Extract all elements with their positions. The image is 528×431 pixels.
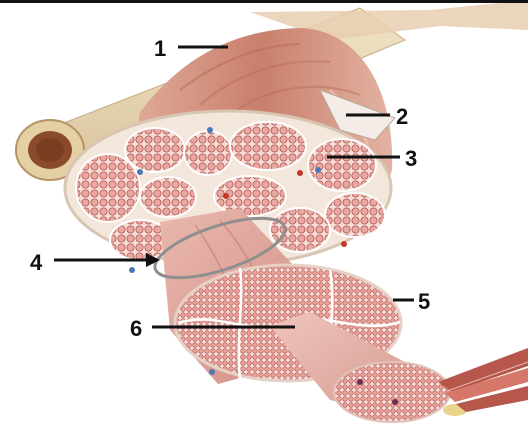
top-border: [0, 0, 528, 3]
myofibril-bundle: [438, 348, 528, 412]
label-6: 6: [130, 316, 142, 341]
label-1: 1: [154, 36, 166, 61]
label-2: 2: [396, 104, 408, 129]
label-4: 4: [30, 250, 43, 275]
label-3: 3: [405, 146, 417, 171]
label-5: 5: [418, 289, 430, 314]
